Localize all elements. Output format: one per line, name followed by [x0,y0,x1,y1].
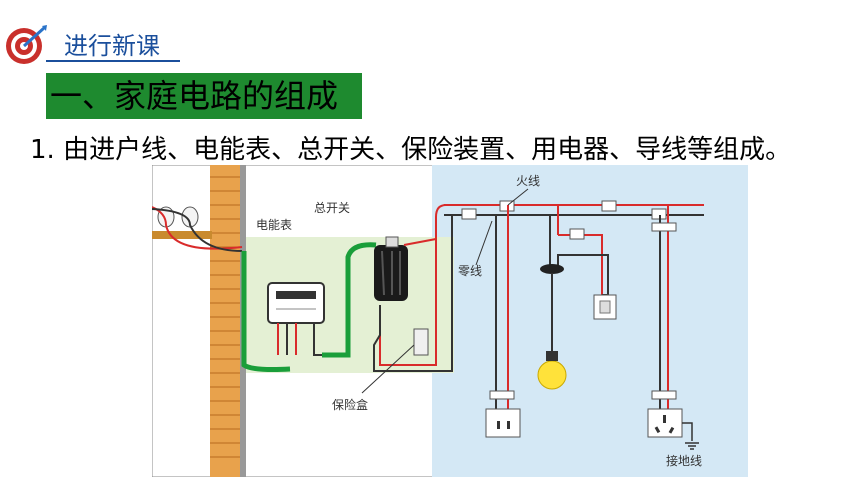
brick-wall [210,165,246,477]
household-circuit-diagram: 电能表 总开关 火线 零线 保险盒 接地线 [152,165,748,477]
label-main-switch: 总开关 [314,201,350,215]
three-pin-socket [647,408,683,438]
target-icon [6,25,47,64]
label-neutral-wire: 零线 [458,264,482,278]
fuse-box [413,328,429,356]
label-fuse-box: 保险盒 [332,397,368,412]
label-live-wire: 火线 [516,174,540,188]
energy-meter [267,282,325,324]
point-text: 1. 由进户线、电能表、总开关、保险装置、用电器、导线等组成。 [30,135,792,165]
section-banner [46,73,362,119]
label-meter: 电能表 [256,218,292,232]
header-underline [46,60,180,62]
section-title: 一、家庭电路的组成 [50,77,339,115]
main-switch [374,236,408,301]
wall-socket [485,408,521,438]
light-switch [593,294,617,320]
header-title: 进行新课 [64,32,160,60]
light-bulb [537,351,567,390]
label-ground-wire: 接地线 [666,453,702,468]
ground-symbol [685,442,699,450]
